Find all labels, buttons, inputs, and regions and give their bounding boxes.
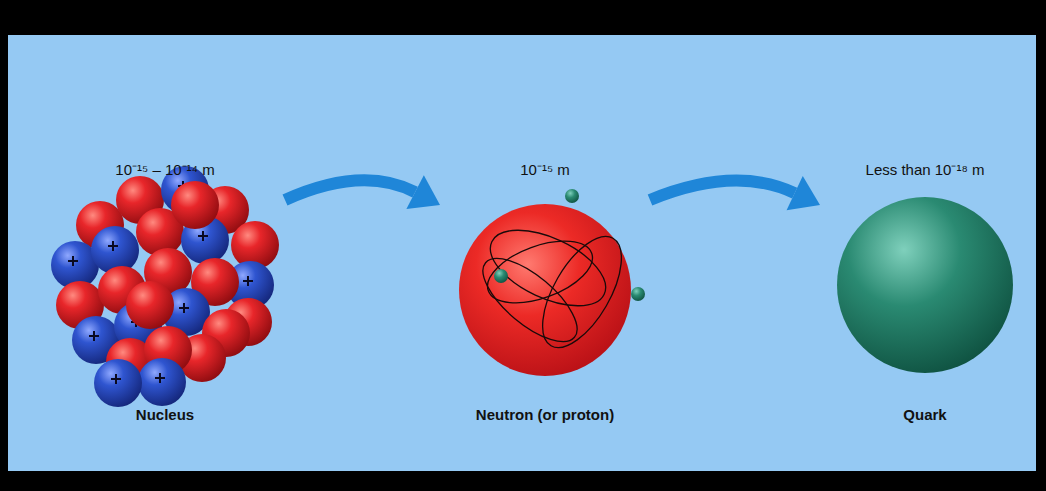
arrow-head: [406, 175, 440, 209]
neutron-sphere: [171, 181, 219, 229]
charge-sign: [179, 303, 189, 313]
charge-sign: [108, 241, 118, 251]
arrow-shaft: [285, 180, 415, 200]
size-label: 10⁻¹⁵ m: [520, 160, 570, 180]
quark-figure: Less than 10⁻¹⁸ m Quark: [820, 160, 1030, 425]
name-label: Nucleus: [136, 405, 194, 425]
frame-ground: [8, 35, 1036, 471]
charge-sign: [89, 331, 99, 341]
quark-picture: [837, 197, 1013, 373]
nucleus-picture: [51, 166, 279, 407]
charge-sign: [243, 276, 253, 286]
name-label: Neutron (or proton): [476, 405, 614, 425]
charge-sign: [198, 231, 208, 241]
neutron-picture: [459, 189, 645, 376]
arrow-shaft: [650, 181, 795, 200]
nucleus-figure: 10⁻¹⁵ – 10⁻¹⁴ m Nucleus: [45, 160, 285, 425]
charge-sign: [155, 373, 165, 383]
charge-sign: [111, 374, 121, 384]
neutron-sphere: [126, 281, 174, 329]
charge-sign: [68, 256, 78, 266]
size-label: Less than 10⁻¹⁸ m: [866, 160, 985, 180]
size-label: 10⁻¹⁵ – 10⁻¹⁴ m: [115, 160, 214, 180]
nucleon-figure: 10⁻¹⁵ m Neutron (or proton): [440, 160, 650, 425]
proton-sphere: [138, 358, 186, 406]
proton-sphere: [94, 359, 142, 407]
name-label: Quark: [903, 405, 946, 425]
arrow-head: [787, 176, 820, 210]
curved-arrow: [650, 176, 820, 210]
curved-arrow: [285, 175, 440, 209]
proton-sphere: [91, 226, 139, 274]
